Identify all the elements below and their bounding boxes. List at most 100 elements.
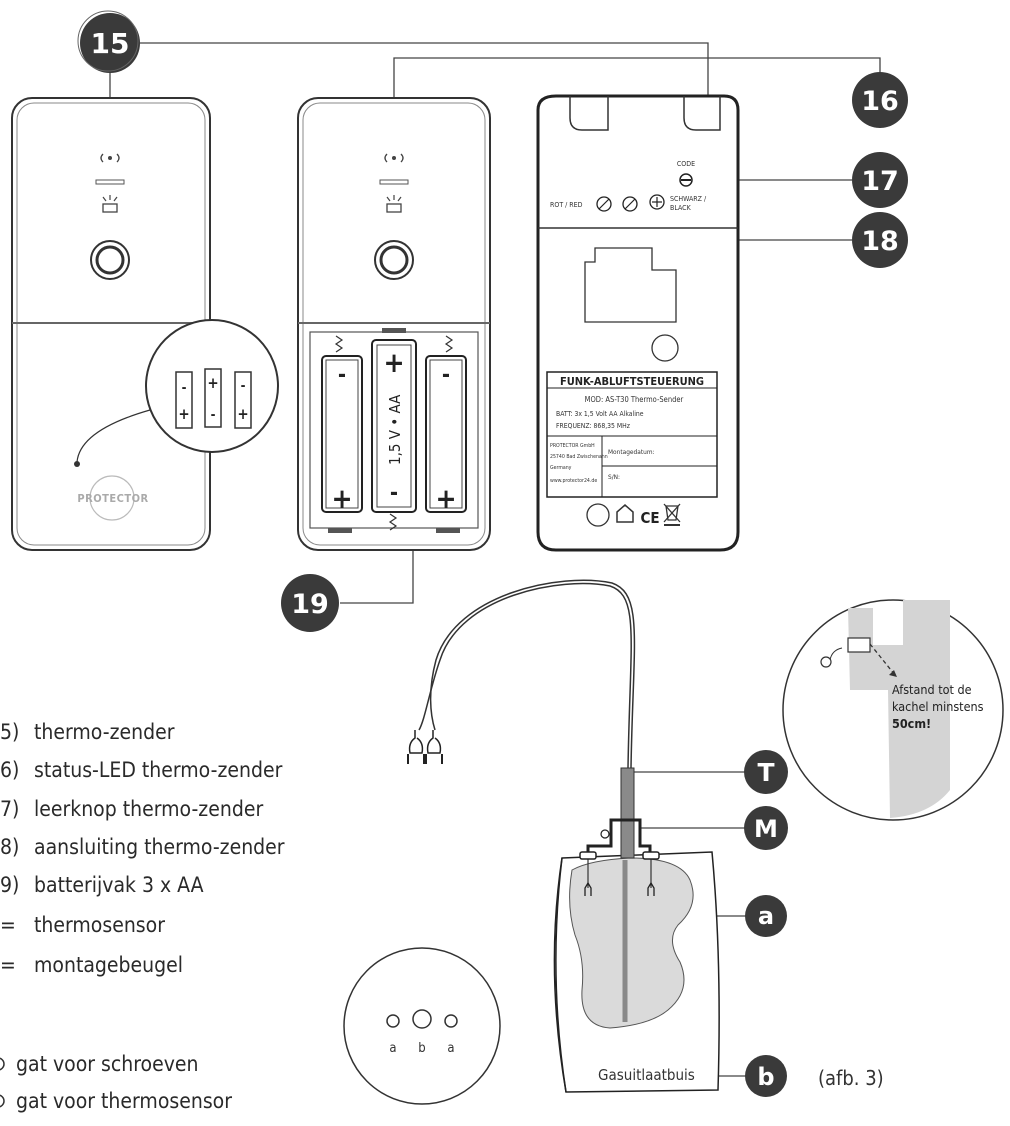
svg-text:-: - [390,481,398,506]
svg-text:BATT: 3x 1,5 Volt AA Alkaline: BATT: 3x 1,5 Volt AA Alkaline [556,410,644,418]
svg-text:SCHWARZ /: SCHWARZ / [670,195,707,203]
svg-text:thermo-zender: thermo-zender [34,720,175,744]
svg-text:PROTECTOR: PROTECTOR [77,492,148,505]
svg-text:montagebeugel: montagebeugel [34,953,183,977]
badge-19: 19 [281,574,339,632]
legend-item-4: 8) aansluiting thermo-zender [0,835,285,859]
wireless-icon [100,153,120,163]
screw-terminal-red [596,196,612,212]
svg-text:+: + [207,374,218,392]
svg-text:a: a [447,1041,454,1056]
ce-mark: CE [640,509,659,527]
svg-text:S/N:: S/N: [608,473,620,481]
svg-text:a: a [389,1041,396,1056]
home-icon [616,504,634,523]
svg-text:aansluiting thermo-zender: aansluiting thermo-zender [34,835,285,859]
wireless-icon [384,153,404,163]
badge-16: 16 [852,72,908,128]
exhaust-pipe: Gasuitlaatbuis [553,851,720,1093]
svg-text:www.protector24.de: www.protector24.de [550,478,597,484]
mounting-bracket [586,767,652,859]
weee-icon [663,503,681,526]
svg-text:-: - [338,363,346,388]
legend-item-1: 5) thermo-zender [0,720,175,744]
svg-text:BLACK: BLACK [670,204,692,212]
svg-text:7): 7) [0,797,19,821]
cable-lug-right [425,730,443,764]
figure-label: (afb. 3) [818,1066,884,1090]
brand-logo: PROTECTOR [77,475,148,521]
svg-text:Germany: Germany [550,465,572,471]
svg-text:status-LED thermo-zender: status-LED thermo-zender [34,758,283,782]
svg-text:+: + [178,405,189,423]
svg-text:Montagedatum:: Montagedatum: [608,448,655,456]
svg-text:b: b [418,1041,425,1056]
legend-item-8: gat voor schroeven [0,1052,199,1076]
cable-lug-left [407,730,425,764]
svg-text:ROT / RED: ROT / RED [550,201,583,209]
svg-text:leerknop thermo-zender: leerknop thermo-zender [34,797,263,821]
sensor-cable [407,579,636,769]
legend-item-9: gat voor thermosensor [0,1089,232,1113]
svg-text:-: - [182,381,187,396]
svg-text:PROTECTOR GmbH: PROTECTOR GmbH [550,443,595,449]
svg-text:=: = [0,913,16,937]
svg-text:5): 5) [0,720,19,744]
distance-inset: Afstand tot de kachel minstens 50cm! [782,599,1004,821]
svg-text:+: + [331,482,352,515]
svg-text:+: + [435,482,456,515]
learn-button-icon [374,240,414,280]
svg-text:Afstand tot de: Afstand tot de [892,682,972,697]
status-led-icon [386,195,402,213]
holes-diagram: a b a [343,947,501,1105]
svg-text:a: a [758,902,774,930]
badge-M: M [744,806,788,850]
svg-text:=: = [0,953,16,977]
badge-18: 18 [852,212,908,268]
svg-text:+: + [237,405,248,423]
device-front-open: - + + - - + 1,5 V • AA [297,97,491,551]
product-label: FUNK-ABLUFTSTEUERUNG MOD: AS-T30 Thermo-… [546,371,718,498]
screw-terminal-mid [622,196,638,212]
pipe-label: Gasuitlaatbuis [598,1066,695,1084]
svg-text:thermosensor: thermosensor [34,913,165,937]
svg-text:+: + [383,346,404,379]
legend-item-7: = montagebeugel [0,953,183,977]
legend: 5) thermo-zender 6) status-LED thermo-ze… [0,720,285,1113]
svg-text:16: 16 [861,86,899,117]
svg-text:T: T [757,758,774,787]
legend-item-6: = thermosensor [0,913,165,937]
device-back: CODE ROT / RED SCHWARZ / BLACK FUNK-AB [536,94,740,552]
screw-terminal-black [649,194,665,210]
svg-text:MOD: AS-T30 Thermo-Sender: MOD: AS-T30 Thermo-Sender [585,395,684,404]
svg-text:kachel minstens: kachel minstens [892,699,984,714]
learn-button-icon [90,240,130,280]
badge-T: T [744,750,788,794]
svg-text:CODE: CODE [677,160,695,168]
svg-text:6): 6) [0,758,19,782]
svg-text:b: b [757,1063,774,1091]
svg-text:17: 17 [861,166,899,197]
device-front-closed: PROTECTOR - + + - - + [11,97,279,551]
battery-magnifier: - + + - - + [145,319,279,453]
svg-text:18: 18 [861,226,899,257]
svg-text:19: 19 [291,589,329,620]
status-led-icon [102,195,118,213]
svg-text:-: - [241,379,246,394]
svg-text:gat voor schroeven: gat voor schroeven [16,1052,199,1076]
svg-text:9): 9) [0,873,19,897]
badge-17: 17 [852,152,908,208]
badge-a: a [745,895,787,937]
legend-item-3: 7) leerknop thermo-zender [0,797,263,821]
legend-item-5: 9) batterijvak 3 x AA [0,873,204,897]
svg-text:FREQUENZ: 868,35 MHz: FREQUENZ: 868,35 MHz [556,422,630,430]
svg-text:8): 8) [0,835,19,859]
legend-item-2: 6) status-LED thermo-zender [0,758,283,782]
svg-text:batterijvak 3 x AA: batterijvak 3 x AA [34,873,204,897]
svg-text:FUNK-ABLUFTSTEUERUNG: FUNK-ABLUFTSTEUERUNG [560,375,704,388]
svg-text:-: - [442,363,450,388]
svg-text:gat voor thermosensor: gat voor thermosensor [16,1089,232,1113]
battery-compartment: - + + - - + 1,5 V • AA [309,328,479,533]
svg-text:50cm!: 50cm! [892,716,931,731]
